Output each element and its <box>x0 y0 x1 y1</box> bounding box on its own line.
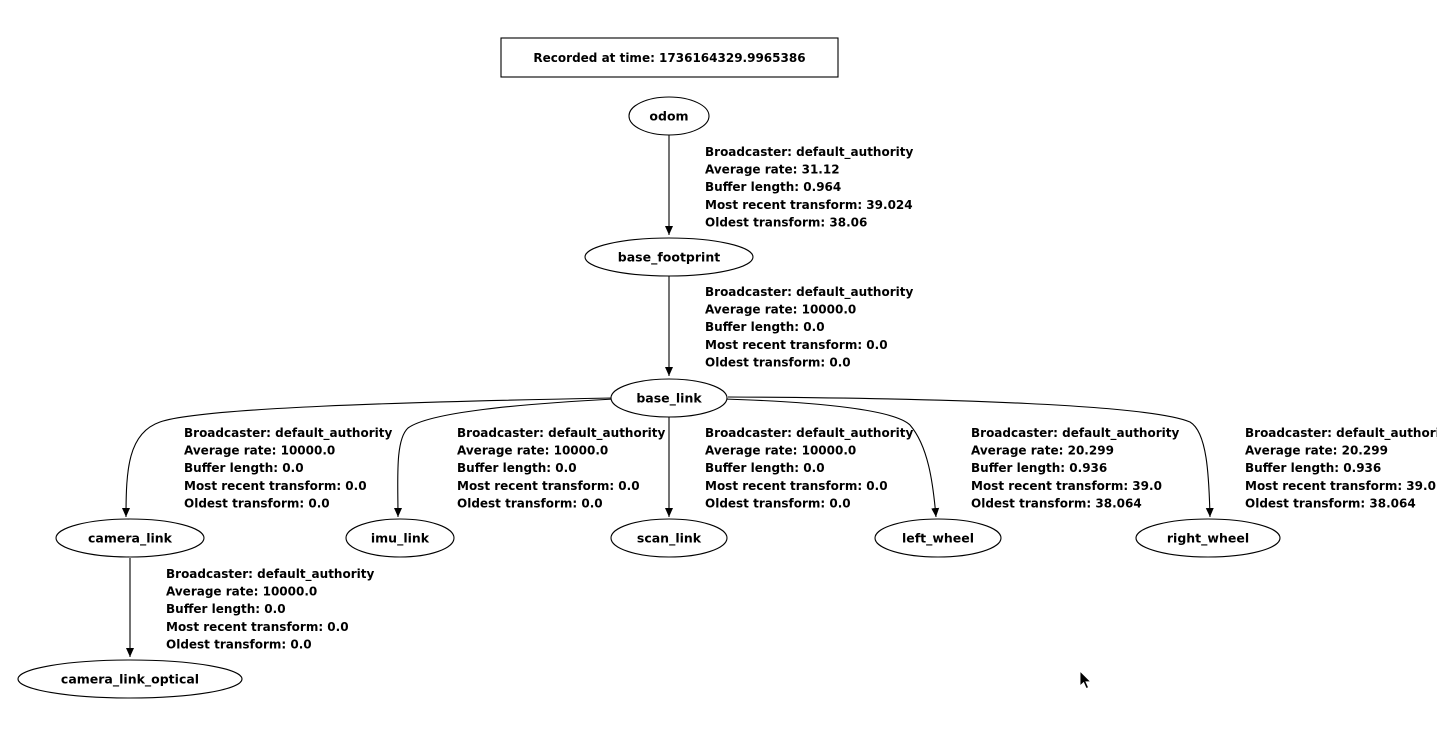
edge-base-link-camera-link <box>122 397 613 518</box>
edge-label-base-link-scan-link: Broadcaster: default_authority Average r… <box>705 426 918 510</box>
edge-base-link-right-wheel <box>727 396 1214 518</box>
node-label-camera-link: camera_link <box>88 531 173 547</box>
edge-label-base-link-camera-link: Broadcaster: default_authority Average r… <box>184 426 397 510</box>
title-text: Recorded at time: 1736164329.9965386 <box>533 51 805 65</box>
edge-label-base-footprint-base-link: Broadcaster: default_authority Average r… <box>705 285 918 369</box>
edge-labels-layer: Broadcaster: default_authority Average r… <box>166 145 1437 651</box>
node-camera-link-optical[interactable]: camera_link_optical <box>17 659 243 699</box>
edge-label-base-link-imu-link: Broadcaster: default_authority Average r… <box>457 426 670 510</box>
edge-label-camera-link-camera-link-optical: Broadcaster: default_authority Average r… <box>166 567 379 651</box>
node-odom[interactable]: odom <box>628 96 710 136</box>
node-label-left-wheel: left_wheel <box>902 531 974 547</box>
node-camera-link[interactable]: camera_link <box>55 518 205 558</box>
edge-label-base-link-right-wheel: Broadcaster: default_authority Average r… <box>1245 426 1437 510</box>
node-label-imu-link: imu_link <box>371 531 430 547</box>
edges-layer <box>122 135 1214 657</box>
node-label-right-wheel: right_wheel <box>1167 531 1249 547</box>
node-left-wheel[interactable]: left_wheel <box>874 518 1002 558</box>
node-label-odom: odom <box>649 109 688 124</box>
node-label-scan-link: scan_link <box>637 531 702 547</box>
edge-label-base-link-left-wheel: Broadcaster: default_authority Average r… <box>971 426 1184 510</box>
edge-base-link-left-wheel <box>723 398 940 518</box>
mouse-pointer-icon <box>1079 669 1092 690</box>
nodes-layer: odom base_footprint base_link camera_lin… <box>17 96 1281 699</box>
node-right-wheel[interactable]: right_wheel <box>1135 518 1281 558</box>
node-base-footprint[interactable]: base_footprint <box>584 237 754 277</box>
node-label-base-link: base_link <box>636 391 702 407</box>
edge-label-odom-base-footprint: Broadcaster: default_authority Average r… <box>705 145 918 229</box>
edge-base-link-imu-link <box>393 398 615 518</box>
node-scan-link[interactable]: scan_link <box>610 518 728 558</box>
title-box: Recorded at time: 1736164329.9965386 <box>500 37 839 78</box>
node-base-link[interactable]: base_link <box>610 378 728 418</box>
node-label-camera-link-optical: camera_link_optical <box>61 672 199 688</box>
node-imu-link[interactable]: imu_link <box>345 518 455 558</box>
node-label-base-footprint: base_footprint <box>618 250 720 266</box>
